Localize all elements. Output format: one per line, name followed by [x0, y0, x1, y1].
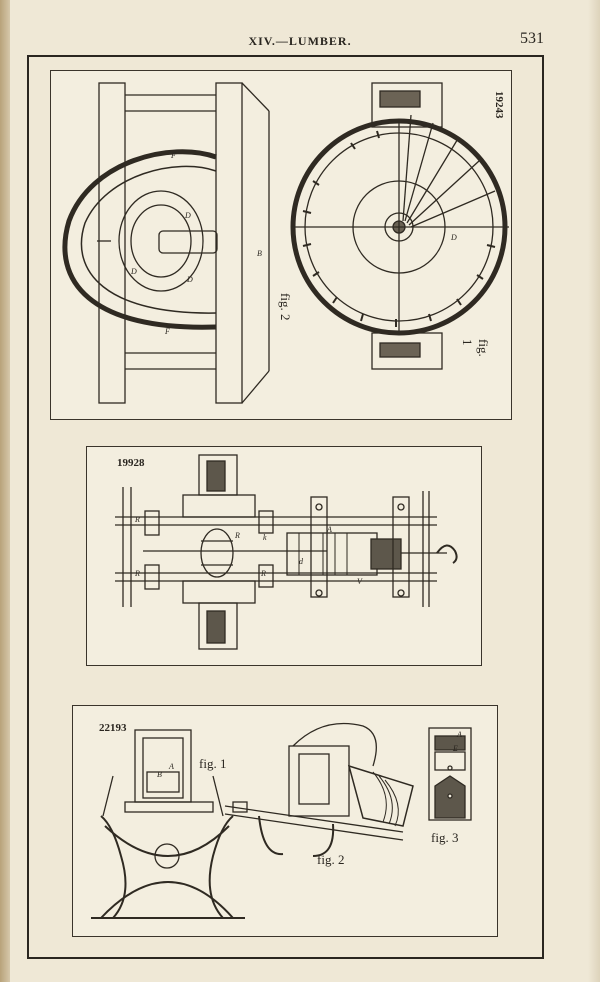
page-edge-shadow — [588, 0, 600, 982]
letter-label: B — [157, 770, 162, 779]
letter-label: R — [135, 515, 140, 524]
letter-label: k — [263, 533, 267, 542]
wheel-illustration — [62, 82, 509, 404]
patent-number: 19928 — [117, 457, 145, 469]
figure-label-3: fig. 3 — [431, 830, 459, 845]
letter-label: A — [169, 762, 174, 771]
letter-label: E — [453, 744, 458, 753]
patent-number: 19243 — [493, 91, 505, 119]
patent-number: 22193 — [99, 722, 127, 734]
plate-22193: 22193 fig. 1 fig. 2 fig. 3 A B A E — [72, 705, 498, 937]
letter-label: D — [131, 267, 137, 276]
figure-label-2: fig. 2 — [317, 852, 345, 867]
figure-label-1: fig. 1 — [199, 756, 227, 771]
plate-19928: 19928 R R R R k d A V — [86, 446, 482, 666]
letter-label: D — [187, 275, 193, 284]
figure-label-1: fig. 1 — [460, 339, 491, 357]
letter-label: R — [235, 531, 240, 540]
machine-illustration — [115, 454, 458, 650]
figure-label-2: fig. 2 — [278, 293, 293, 321]
letter-label: A — [457, 730, 462, 739]
letter-label: D — [185, 211, 191, 220]
page-number: 531 — [520, 30, 544, 47]
cutting-machine-illustration — [91, 722, 472, 919]
plate-19243: 19243 fig. 1 fig. 2 D D D D B F F — [50, 70, 512, 420]
letter-label: B — [257, 249, 262, 258]
letter-label: V — [357, 577, 362, 586]
letter-label: F — [165, 327, 170, 336]
letter-label: d — [299, 557, 303, 566]
letter-label: A — [327, 525, 332, 534]
letter-label: R — [135, 569, 140, 578]
section-title: XIV.—LUMBER. — [248, 34, 352, 48]
letter-label: D — [451, 233, 457, 242]
illustration-frame — [27, 55, 544, 959]
letter-label: F — [171, 151, 176, 160]
letter-label: R — [261, 569, 266, 578]
